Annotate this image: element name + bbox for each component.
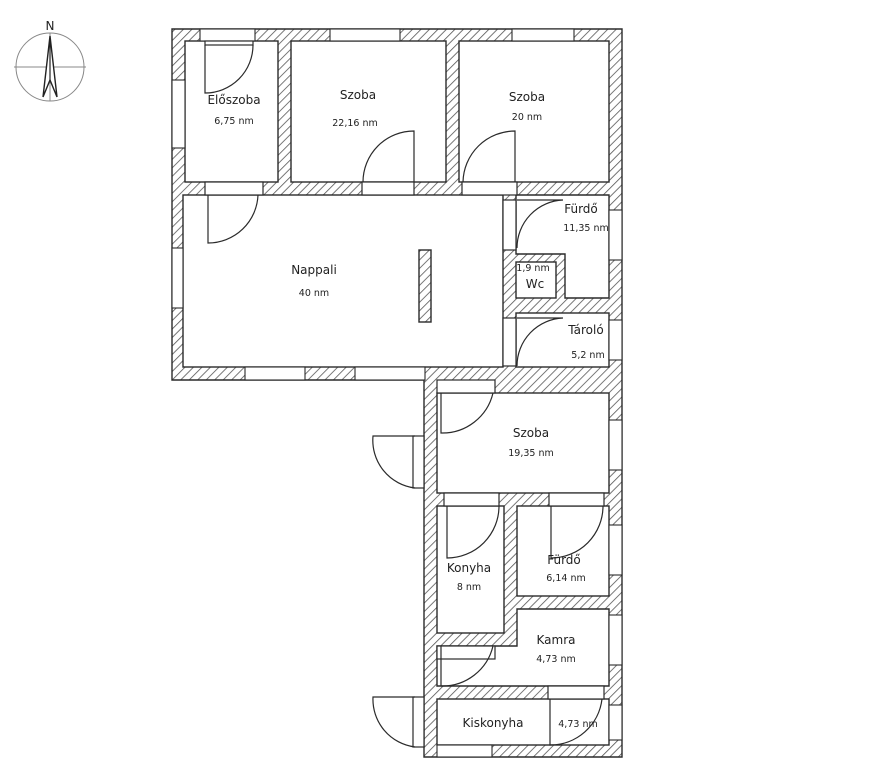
room-area-kiskonyha: 4,73 nm xyxy=(558,719,597,730)
door-swing xyxy=(462,130,516,183)
room-name-furdo-2: Fürdő xyxy=(547,553,581,567)
room-area-szoba-3: 19,35 nm xyxy=(508,448,554,459)
door-swing xyxy=(446,505,500,559)
room-area-furdo-1: 11,35 nm xyxy=(563,223,609,234)
room-name-tarolo: Tároló xyxy=(567,323,603,337)
chimney xyxy=(418,249,432,323)
room-area-wc: 1,9 nm xyxy=(516,263,549,274)
room-name-szoba-3: Szoba xyxy=(513,426,549,440)
room-name-szoba-1: Szoba xyxy=(340,88,376,102)
door-swing xyxy=(207,194,259,244)
room-nappali xyxy=(182,194,504,368)
doors xyxy=(204,40,605,748)
room-name-nappali: Nappali xyxy=(291,263,337,277)
window xyxy=(608,209,623,261)
door-swing xyxy=(372,435,416,489)
room-area-szoba-2: 20 nm xyxy=(512,112,542,123)
window xyxy=(608,614,623,666)
door-swing xyxy=(440,645,494,687)
room-furdo-1 xyxy=(515,194,610,299)
door-swing xyxy=(362,130,415,183)
room-area-kamra: 4,73 nm xyxy=(536,654,575,665)
window xyxy=(436,744,493,758)
room-area-nappali: 40 nm xyxy=(299,288,329,299)
room-wc xyxy=(515,261,557,299)
room-name-kamra: Kamra xyxy=(537,633,576,647)
room-labels: Előszoba 6,75 nm Szoba 22,16 nm Szoba 20… xyxy=(207,88,608,730)
door-swing xyxy=(550,505,604,559)
door-swing xyxy=(372,696,416,748)
room-area-tarolo: 5,2 nm xyxy=(571,350,604,361)
window xyxy=(511,28,575,42)
room-szoba-3 xyxy=(436,392,610,494)
window xyxy=(608,704,623,741)
door-swing xyxy=(516,317,564,367)
room-name-furdo-1: Fürdő xyxy=(564,202,598,216)
room-name-kiskonyha: Kiskonyha xyxy=(463,716,524,730)
window xyxy=(244,366,306,381)
room-area-szoba-1: 22,16 nm xyxy=(332,118,378,129)
compass-letter: N xyxy=(46,19,55,33)
room-name-eloszoba: Előszoba xyxy=(207,93,260,107)
window xyxy=(329,28,401,42)
window xyxy=(354,366,426,381)
room-furdo-2 xyxy=(516,505,610,597)
door-swing xyxy=(440,392,494,434)
window xyxy=(608,524,623,576)
room-area-furdo-2: 6,14 nm xyxy=(546,573,585,584)
window xyxy=(171,247,184,309)
room-kiskonyha xyxy=(436,698,610,746)
window xyxy=(171,79,186,149)
room-kamra xyxy=(436,608,610,687)
window xyxy=(199,28,256,42)
windows xyxy=(171,28,623,758)
room-szoba-2 xyxy=(458,40,610,183)
room-name-szoba-2: Szoba xyxy=(509,90,545,104)
room-name-wc: Wc xyxy=(526,277,544,291)
window xyxy=(608,419,623,471)
door-swing xyxy=(549,698,603,746)
room-tarolo xyxy=(515,312,610,368)
room-name-konyha: Konyha xyxy=(447,561,491,575)
room-szoba-1 xyxy=(290,40,447,183)
room-eloszoba xyxy=(184,40,279,183)
room-area-konyha: 8 nm xyxy=(457,582,481,593)
compass: N xyxy=(14,19,86,102)
room-area-eloszoba: 6,75 nm xyxy=(214,116,253,127)
window xyxy=(608,319,623,361)
door-swing xyxy=(516,199,564,249)
door-swing xyxy=(204,44,254,94)
rooms xyxy=(182,40,610,746)
